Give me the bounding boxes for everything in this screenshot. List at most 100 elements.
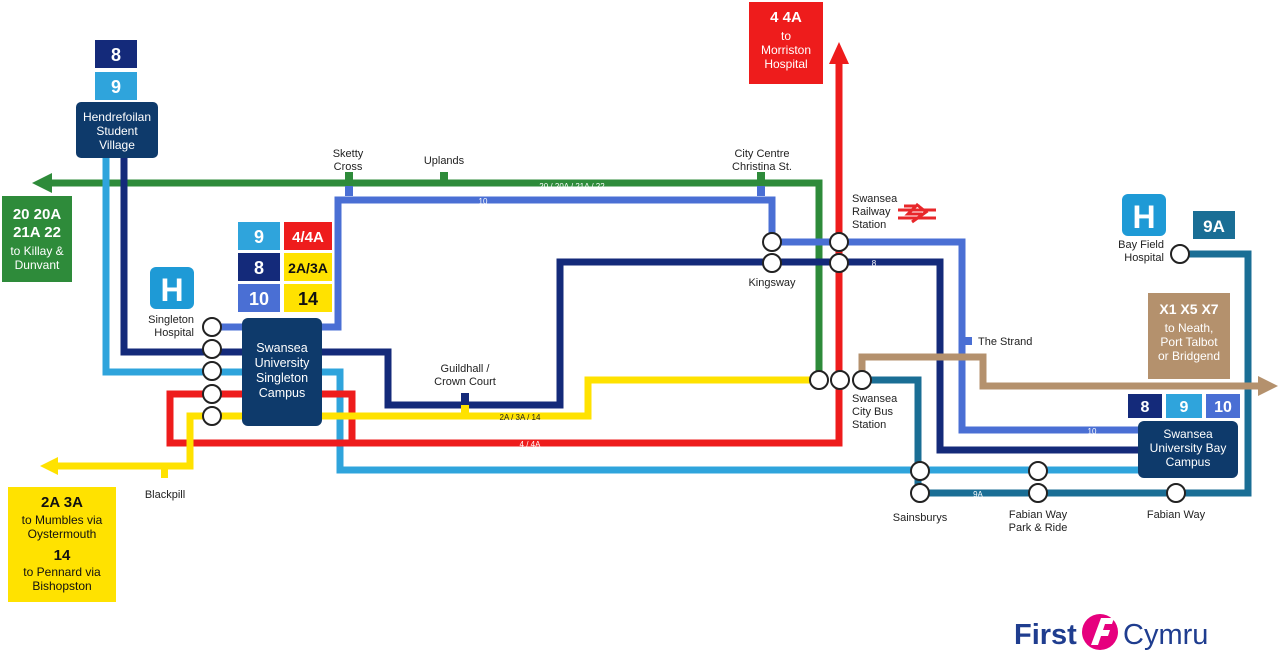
stop-singleton-1[interactable] — [202, 317, 222, 337]
line-label-blue-top: 10 — [479, 197, 488, 206]
first-cymru-logo: First Cymru — [1014, 614, 1208, 651]
route-line-x[interactable] — [858, 353, 1262, 390]
stop-sainsburys-2[interactable] — [910, 483, 930, 503]
line-label-navy: 8 — [872, 259, 877, 268]
badge-singleton-2a-bg — [284, 253, 332, 281]
line-label-yellow: 2A / 3A / 14 — [500, 413, 541, 422]
mumbles-routes: 2A 3A — [41, 494, 83, 511]
stop-singleton-2[interactable] — [202, 339, 222, 359]
badge-bay-8: 8 — [1141, 399, 1150, 416]
stop-railway-2[interactable] — [829, 253, 849, 273]
badge-singleton-14-bg — [284, 284, 332, 312]
route-line-20[interactable] — [50, 179, 823, 380]
stop-tick-guildhall — [461, 393, 469, 405]
badge-singleton-2a: 2A/3A — [288, 260, 328, 276]
badge-bay-9a-bg — [1193, 211, 1235, 239]
stop-tick-strand-10 — [962, 337, 972, 345]
stop-tick-blackpill — [161, 466, 168, 478]
badge-singleton-14: 14 — [298, 289, 318, 309]
stop-kingsway-2[interactable] — [762, 253, 782, 273]
label-blackpill: Blackpill — [145, 489, 185, 501]
stop-fabian-way[interactable] — [1166, 483, 1186, 503]
neath-routes: X1 X5 X7 — [1159, 301, 1218, 317]
stop-parkride-2[interactable] — [1028, 483, 1048, 503]
arrow-west-mumbles — [40, 457, 58, 475]
svg-text:H: H — [1132, 199, 1155, 235]
route-line-10[interactable] — [212, 196, 1140, 434]
label-the-strand: The Strand — [978, 336, 1032, 348]
stop-busstation-1[interactable] — [809, 370, 829, 390]
badge-singleton-8-bg — [238, 253, 280, 281]
first-f-icon — [1082, 614, 1118, 650]
stop-kingsway-1[interactable] — [762, 232, 782, 252]
badge-bay-9: 9 — [1180, 399, 1189, 416]
badge-singleton-10: 10 — [249, 289, 269, 309]
badge-bay-10-bg — [1206, 394, 1240, 418]
badge-singleton-10-bg — [238, 284, 280, 312]
badge-bay-8-bg — [1128, 394, 1162, 418]
morriston-routes: 4 4A — [770, 9, 802, 26]
arrow-east-neath — [1258, 376, 1278, 396]
arrow-west-killay — [32, 173, 52, 193]
stop-parkride-1[interactable] — [1028, 461, 1048, 481]
line-label-blue-bottom: 10 — [1088, 427, 1097, 436]
label-uplands: Uplands — [424, 155, 465, 167]
badge-bay-10: 10 — [1214, 399, 1232, 416]
stop-tick-sketty — [345, 172, 353, 186]
hospital-icon-bay: H — [1122, 194, 1166, 236]
stop-tick-citycentre-10 — [757, 186, 765, 196]
stop-busstation-3[interactable] — [852, 370, 872, 390]
badge-hendre-8-bg — [95, 40, 137, 68]
stop-singleton-4[interactable] — [202, 384, 222, 404]
line-label-red: 4 / 4A — [520, 440, 542, 449]
stop-tick-citycentre — [757, 172, 765, 186]
hospital-icon: H — [150, 267, 194, 309]
label-guildhall: Guildhall /Crown Court — [434, 363, 496, 388]
logo-first: First — [1014, 619, 1077, 651]
route-line-9[interactable] — [102, 158, 1140, 474]
stop-sainsburys-1[interactable] — [910, 461, 930, 481]
label-kingsway: Kingsway — [748, 277, 796, 289]
stop-railway-1[interactable] — [829, 232, 849, 252]
badge-bay-9a: 9A — [1203, 217, 1225, 236]
label-fabian-way: Fabian Way — [1147, 509, 1206, 521]
badge-hendre-9: 9 — [111, 77, 121, 97]
route-line-4[interactable] — [166, 62, 843, 447]
killay-text: to Killay &Dunvant — [10, 244, 63, 272]
badge-singleton-4: 4/4A — [292, 229, 324, 246]
badge-singleton-4-bg — [284, 222, 332, 250]
stop-singleton-3[interactable] — [202, 361, 222, 381]
stop-singleton-5[interactable] — [202, 406, 222, 426]
logo-cymru: Cymru — [1123, 619, 1208, 651]
stop-bayfield[interactable] — [1170, 244, 1190, 264]
stop-tick-guildhall-y — [461, 405, 469, 416]
route-line-9a[interactable] — [862, 250, 1252, 497]
badge-singleton-8: 8 — [254, 258, 264, 278]
stop-busstation-2[interactable] — [830, 370, 850, 390]
badge-singleton-9-bg — [238, 222, 280, 250]
label-sainsburys: Sainsburys — [893, 512, 948, 524]
stop-tick-uplands — [440, 172, 448, 186]
